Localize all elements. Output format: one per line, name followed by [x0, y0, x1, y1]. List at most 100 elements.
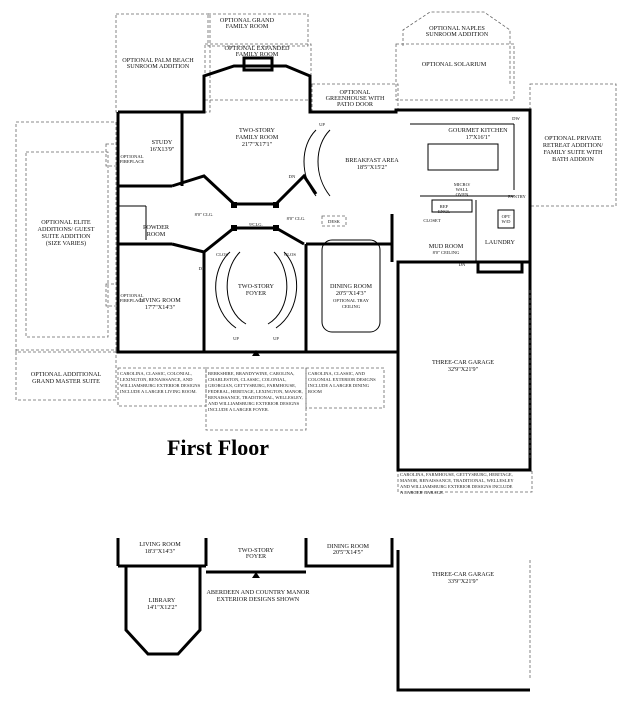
dining-note-line: ROOM: [308, 389, 322, 394]
alt-front-door-marker: [252, 572, 260, 578]
opt-palm-beach-outline: [115, 13, 211, 113]
alt-caption: ABERDEEN AND COUNTRY MANOR: [206, 589, 310, 596]
dn-label: DN: [289, 174, 296, 179]
living-note-line: WILLIAMSBURG EXTERIOR DESIGNS: [120, 383, 201, 388]
opt-palm-beach-label-2: SUNROOM ADDITION: [127, 63, 190, 70]
alt-living-label: LIVING ROOM: [139, 541, 181, 548]
column: [273, 202, 279, 208]
up-label: UP: [319, 122, 325, 127]
opt-retreat-label: OPTIONAL PRIVATE: [545, 135, 602, 142]
opt-greenhouse-label: OPTIONAL: [340, 89, 371, 96]
living-room-label: LIVING ROOM: [139, 297, 181, 304]
alt-garage-label: THREE-CAR GARAGE: [432, 571, 494, 578]
floor-title: First Floor: [167, 435, 269, 460]
opt-retreat-label-3: FAMILY SUITE WITH: [543, 149, 603, 156]
study-dim: 16'X13'9": [150, 146, 175, 153]
family-room-label: TWO-STORY: [239, 127, 276, 134]
alt-dining-label: DINING ROOM: [327, 543, 370, 550]
dn-label-3: DN: [199, 266, 206, 271]
opt-fireplace-study-label: OPTIONAL: [121, 154, 144, 159]
alt-caption-2: EXTERIOR DESIGNS SHOWN: [217, 596, 300, 603]
dining-note-line: INCLUDE A LARGER DINING: [308, 383, 370, 388]
dw-label: DW: [512, 116, 520, 121]
column: [231, 202, 237, 208]
opt-solarium-label: OPTIONAL SOLARIUM: [422, 61, 487, 68]
garage-wall: [396, 260, 532, 472]
alt-garage-outline: [396, 550, 530, 692]
dining-tray-label: OPTIONAL TRAY: [333, 298, 370, 303]
living-room-dim: 17'7"X14'3": [145, 304, 176, 311]
clos-label-right: CLOS: [284, 252, 296, 257]
column: [231, 225, 237, 231]
foyer-stair-left: [215, 251, 237, 329]
alt-dining-dim: 20'5"X14'5": [333, 549, 364, 556]
foyer-stair-right-2: [267, 251, 288, 325]
opt-elite-label-2: ADDITIONS/ GUEST: [38, 226, 95, 233]
alt-foyer-label-2: FOYER: [246, 553, 267, 560]
exterior-wall: [116, 64, 532, 354]
main-walls: [116, 56, 532, 472]
garage-note-line: AND WILLIAMSBURG EXTERIOR DESIGNS INCLUD…: [400, 484, 513, 489]
opt-naples-label: OPTIONAL NAPLES: [429, 25, 485, 32]
foyer-note-line: FEDERAL, HERITAGE, LEXINGTON, MANOR,: [208, 389, 303, 395]
refr-label: REF: [440, 204, 449, 209]
living-note-line: CAROLINA, CLASSIC, COLONIAL,: [120, 371, 192, 377]
kitchen-label: GOURMET KITCHEN: [448, 127, 508, 134]
alt-garage-dim: 33'9"X21'9": [448, 578, 479, 585]
clg-label-left: 8'0" CLG.: [195, 212, 214, 217]
washer-dryer: [497, 209, 515, 229]
opt-grand-master-outline: [15, 349, 117, 401]
alt-living-dim: 18'3"X14'3": [145, 548, 176, 555]
clos-label-left: CLOS: [216, 252, 228, 257]
mud-room-label: MUD ROOM: [429, 243, 464, 250]
living-note-line: INCLUDE A LARGER LIVING ROOM.: [120, 389, 197, 394]
living-note-line: LEXINGTON, RENAISSANCE, AND: [120, 377, 193, 383]
opt-grand-master-label: OPTIONAL ADDITIONAL: [31, 371, 102, 378]
alt-foyer-label: TWO-STORY: [238, 547, 275, 554]
opt-retreat-label-2: RETREAT ADDITION/: [543, 142, 603, 149]
opt-solarium-outline: [395, 43, 515, 101]
room-labels: OPTIONAL GRAND FAMILY ROOM OPTIONAL EXPA…: [31, 17, 604, 385]
opt-grand-family-label-2: FAMILY ROOM: [226, 23, 269, 30]
dining-room-dim: 20'5"X14'3": [336, 290, 367, 297]
dining-tray-label-2: CEILING: [342, 304, 361, 309]
foyer-note-line: INCLUDE A LARGER FOYER.: [208, 407, 269, 412]
opt-fireplace-living-label-2: FIREPLACE: [120, 298, 145, 303]
mud-room-clg: 8'0" CEILING: [433, 250, 460, 255]
opt-elite-label-3: SUITE ADDITION: [42, 233, 92, 240]
hall-octagon-top: [171, 173, 318, 206]
clg-label-right: 8'0" CLG.: [287, 216, 306, 221]
pantry-label: PANTRY: [508, 194, 526, 199]
opt-elite-inner-outline: [25, 151, 109, 338]
laundry-label: LAUNDRY: [485, 239, 515, 246]
garage-note-line: MANOR, RENAISSANCE, TRADITIONAL, WELLESL…: [400, 478, 514, 484]
dining-tray-outline: [321, 239, 381, 333]
powder-label-2: ROOM: [147, 231, 166, 238]
foyer-note-line: RENAISSANCE, TRADITIONAL, WELLESLEY,: [208, 395, 303, 401]
foyer-label-2: FOYER: [246, 290, 267, 297]
family-room-dim: 21'7"X17'1": [242, 141, 273, 148]
alt-library-label: LIBRARY: [149, 597, 176, 604]
opt-expanded-family-label-2: FAMILY ROOM: [236, 51, 279, 58]
foyer-label: TWO-STORY: [238, 283, 275, 290]
wd-label-2: W/D: [502, 219, 512, 224]
breakfast-dim: 18'5"X15'2": [357, 164, 388, 171]
opt-expanded-family-label: OPTIONAL EXPANDED: [224, 45, 290, 52]
micro-label-3: OVEN: [456, 192, 469, 197]
garage-note-line: CAROLINA, FARMHOUSE, GETTYSBURG, HERITAG…: [400, 472, 513, 478]
exterior-notes: CAROLINA, CLASSIC, COLONIAL, LEXINGTON, …: [120, 371, 514, 495]
powder-label: POWDER: [143, 224, 170, 231]
hall-octagon-bottom: [171, 226, 305, 254]
alt-library-outline: [124, 564, 202, 656]
kitchen-island: [427, 143, 499, 171]
family-room-label-2: FAMILY ROOM: [236, 134, 279, 141]
up-label-3: UP: [273, 336, 279, 341]
dining-note-line: COLONIAL EXTERIOR DESIGNS: [308, 377, 376, 382]
foyer-stair-right: [275, 251, 297, 329]
opt-elite-label: OPTIONAL ELITE: [41, 219, 91, 226]
wd-label: OPT: [502, 214, 511, 219]
opt-expanded-family-outline: [204, 43, 312, 101]
closet-label: CLOSET: [423, 218, 441, 223]
opt-naples-label-2: SUNROOM ADDITION: [426, 31, 489, 38]
